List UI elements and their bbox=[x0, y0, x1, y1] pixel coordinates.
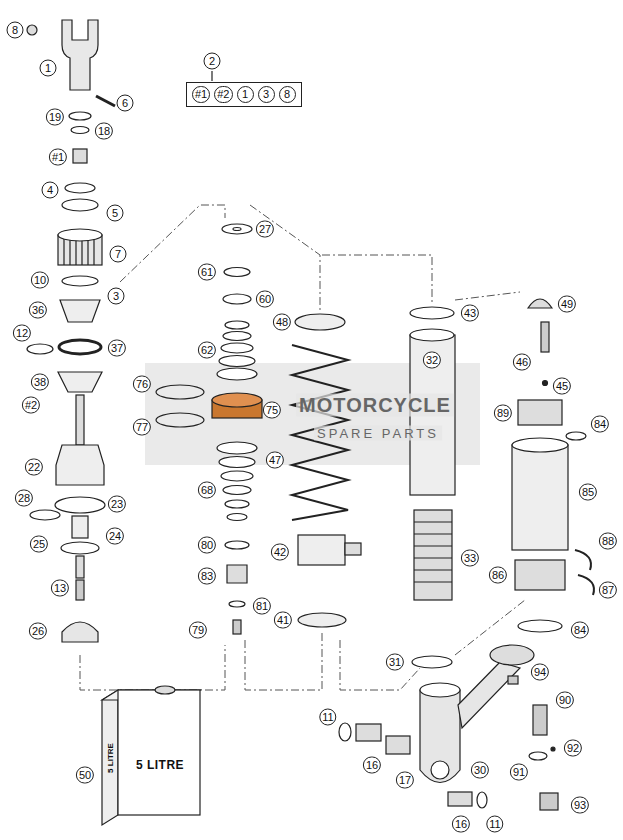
container-label: 5 LITRE bbox=[136, 758, 184, 772]
callout-number: 5 bbox=[107, 205, 124, 222]
callout-number: 50 bbox=[76, 767, 94, 784]
callout-number: 27 bbox=[256, 221, 274, 238]
callout-number: 90 bbox=[556, 692, 574, 709]
callout-number: 88 bbox=[599, 533, 617, 550]
callout-number: 1 bbox=[237, 86, 254, 103]
callout-number: 2 bbox=[204, 53, 221, 70]
callout-number: 31 bbox=[386, 654, 404, 671]
callout-number: 16 bbox=[363, 757, 381, 774]
callout-number: 11 bbox=[486, 816, 503, 833]
callout-number: 8 bbox=[279, 86, 296, 103]
container-label: 5 LITRE bbox=[106, 743, 115, 773]
callout-number: 17 bbox=[396, 772, 414, 789]
callout-number: 7 bbox=[110, 246, 127, 263]
callout-number: 85 bbox=[579, 484, 597, 501]
callout-number: 19 bbox=[46, 109, 64, 126]
callout-number: 79 bbox=[189, 622, 207, 639]
callout-number: 3 bbox=[258, 86, 275, 103]
callout-number: 94 bbox=[531, 664, 549, 681]
callout-number: 8 bbox=[7, 22, 24, 39]
callout-number: 22 bbox=[25, 459, 43, 476]
callout-number: 83 bbox=[198, 568, 216, 585]
callout-number: 23 bbox=[108, 496, 126, 513]
group-lines bbox=[80, 205, 525, 690]
callout-number: 28 bbox=[15, 490, 33, 507]
callout-number: 84 bbox=[571, 622, 589, 639]
callout-number: 6 bbox=[117, 95, 134, 112]
callout-number: 87 bbox=[599, 582, 617, 599]
callout-number: 62 bbox=[198, 342, 216, 359]
callout-number: 61 bbox=[198, 264, 216, 281]
callout-number: 45 bbox=[553, 378, 571, 395]
callout-number: 75 bbox=[263, 402, 281, 419]
callout-number: 36 bbox=[29, 302, 47, 319]
callout-number: 1 bbox=[40, 60, 57, 77]
kit-contents-box: #1#2 138 bbox=[186, 82, 302, 107]
callout-number: #2 bbox=[22, 397, 40, 414]
callout-number: 32 bbox=[423, 352, 441, 369]
callout-number: 68 bbox=[198, 482, 216, 499]
callout-number: 18 bbox=[95, 123, 113, 140]
callout-number: 92 bbox=[564, 740, 582, 757]
callout-number: 41 bbox=[274, 612, 292, 629]
callout-number: 80 bbox=[198, 537, 216, 554]
callout-number: 10 bbox=[31, 272, 49, 289]
callout-number: 37 bbox=[108, 340, 126, 357]
callout-number: 76 bbox=[133, 376, 151, 393]
callout-number: 60 bbox=[256, 291, 274, 308]
callout-number: #1 bbox=[192, 86, 210, 103]
callout-number: 86 bbox=[489, 567, 507, 584]
callout-number: #2 bbox=[214, 86, 232, 103]
callout-number: 4 bbox=[42, 182, 59, 199]
callout-number: 93 bbox=[571, 797, 589, 814]
callout-number: 77 bbox=[133, 419, 151, 436]
callout-number: 11 bbox=[319, 709, 336, 726]
parts bbox=[27, 20, 594, 825]
callout-number: 16 bbox=[452, 816, 470, 833]
callout-number: 38 bbox=[31, 374, 49, 391]
callout-number: 33 bbox=[461, 550, 479, 567]
callout-number: 91 bbox=[510, 764, 528, 781]
callout-number: 89 bbox=[494, 405, 512, 422]
callout-number: 43 bbox=[461, 305, 479, 322]
callout-number: 49 bbox=[558, 296, 576, 313]
callout-number: 84 bbox=[591, 416, 609, 433]
callout-number: 81 bbox=[253, 598, 271, 615]
callout-number: #1 bbox=[49, 149, 67, 166]
callout-number: 30 bbox=[471, 762, 489, 779]
callout-number: 12 bbox=[13, 325, 31, 342]
watermark-text: SPARE PARTS bbox=[314, 426, 442, 441]
watermark-text: MOTORCYCLE bbox=[296, 394, 454, 417]
callout-number: 24 bbox=[106, 528, 124, 545]
callout-number: 47 bbox=[266, 452, 284, 469]
callout-number: 13 bbox=[51, 580, 69, 597]
callout-number: 26 bbox=[29, 623, 47, 640]
callout-number: 25 bbox=[30, 536, 48, 553]
callout-number: 48 bbox=[273, 314, 291, 331]
callout-number: 3 bbox=[108, 288, 125, 305]
callout-number: 46 bbox=[513, 354, 531, 371]
callout-number: 42 bbox=[271, 544, 289, 561]
